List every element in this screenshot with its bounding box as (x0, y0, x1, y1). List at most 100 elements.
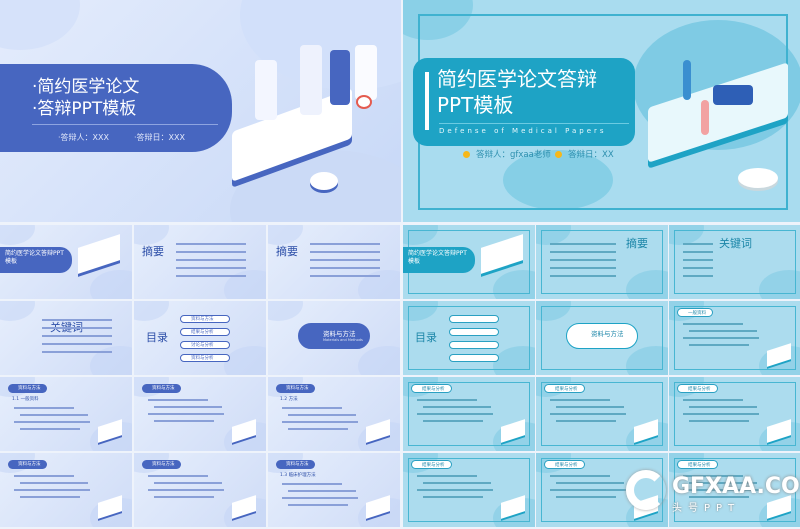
slide-thumbnail[interactable]: 摘要 (536, 225, 668, 299)
slide-thumbnail[interactable]: 一般资料 (669, 301, 800, 375)
slide-thumbnail[interactable]: 结果与分析 (403, 377, 535, 451)
background-blob (90, 270, 132, 299)
slide-thumbnail[interactable]: 结果与分析 (669, 453, 800, 527)
text-line (683, 243, 713, 245)
slide-thumbnail[interactable]: 结果与分析 (536, 377, 668, 451)
text-line (148, 399, 208, 401)
slide-thumbnail[interactable]: 结果与分析 (669, 377, 800, 451)
section-badge: 资料与方法 (566, 323, 638, 349)
title-line: PPT模板 (437, 93, 514, 117)
toc-item[interactable]: 结果与分析 (180, 328, 230, 336)
text-line (310, 251, 380, 253)
section-pill: 资料与方法 (142, 384, 181, 393)
text-line (683, 413, 759, 415)
text-line (417, 413, 493, 415)
slide-thumbnail[interactable]: 关键词 (0, 301, 132, 375)
slide-thumbnail[interactable]: 摘要 (134, 225, 266, 299)
toc-item[interactable]: 资料与分析 (180, 354, 230, 362)
background-blob (0, 0, 80, 50)
text-line (423, 482, 491, 484)
slide-thumbnail[interactable]: 资料与方法 (0, 453, 132, 527)
text-line (282, 407, 342, 409)
text-line (550, 489, 626, 491)
text-line (683, 267, 713, 269)
text-line (689, 496, 749, 498)
title-banner: 简约医学论文答辩PPT模板 (0, 247, 72, 273)
text-line (288, 504, 348, 506)
slide-thumbnail[interactable]: 目录资料与方法结果与分析讨论与分析资料与分析 (134, 301, 266, 375)
watermark-brand: GFXAA.COM (672, 474, 800, 499)
text-line (683, 337, 759, 339)
slide-heading: 摘要 (142, 245, 164, 258)
text-line (310, 259, 380, 261)
title: ·简约医学论文·答辩PPT模板 (32, 76, 139, 120)
section-pill: 一般资料 (677, 308, 713, 317)
section-title: 资料与方法 (591, 330, 624, 338)
text-line (689, 420, 749, 422)
toc-item[interactable] (449, 341, 499, 349)
title-line: ·简约医学论文 (32, 77, 140, 97)
slide-thumbnail[interactable]: 简约医学论文答辩PPT模板 (403, 225, 535, 299)
text-line (550, 413, 626, 415)
slide-frame (674, 458, 796, 522)
respondent-text: 答辩人：gfxaa老师 (476, 150, 551, 160)
text-line (683, 275, 713, 277)
title-banner: ·简约医学论文·答辩PPT模板 ·答辩人：XXX ·答辩日：XXX (0, 64, 232, 152)
background-blob (268, 301, 303, 321)
respondent-label: ·答辩人：XXX (58, 133, 109, 142)
text-line (550, 243, 616, 245)
toc-item[interactable] (449, 328, 499, 336)
slide-thumbnail[interactable]: 资料与方法 (536, 301, 668, 375)
text-line (176, 259, 246, 261)
slide-thumbnail[interactable]: 目录 (403, 301, 535, 375)
text-line (310, 267, 380, 269)
text-line (423, 496, 483, 498)
background-blob (134, 301, 169, 321)
text-line (154, 406, 222, 408)
title-line: 简约医学论文答辩 (437, 67, 597, 91)
toc-item[interactable] (449, 315, 499, 323)
subheading: 1.3 临床护理方法 (280, 473, 316, 478)
slide-thumbnail[interactable]: 结果与分析 (403, 453, 535, 527)
slide-thumbnail[interactable]: 资料与方法 (134, 377, 266, 451)
section-pill: 结果与分析 (677, 384, 718, 393)
section-title: 资料与方法 (323, 330, 356, 338)
template-preview-blue-cover[interactable]: ·简约医学论文·答辩PPT模板 ·答辩人：XXX ·答辩日：XXX (0, 0, 401, 222)
text-line (556, 482, 624, 484)
text-line (423, 406, 491, 408)
date-text: 答辩日：XX (568, 150, 614, 160)
slide-frame (408, 458, 530, 522)
slide-heading: 摘要 (626, 237, 648, 250)
toc-item[interactable]: 讨论与分析 (180, 341, 230, 349)
watermark-logo-icon (626, 470, 666, 510)
text-line (310, 275, 380, 277)
toc-item[interactable] (449, 354, 499, 362)
text-line (683, 251, 713, 253)
text-line (550, 259, 616, 261)
slide-thumbnail[interactable]: 简约医学论文答辩PPT模板 (0, 225, 132, 299)
slide-frame (408, 382, 530, 446)
slide-thumbnail[interactable]: 摘要 (268, 225, 400, 299)
background-blob (358, 346, 400, 375)
section-pill: 结果与分析 (677, 460, 718, 469)
text-line (20, 496, 80, 498)
slide-frame (541, 382, 663, 446)
date-label: ·答辩日：XXX (134, 133, 185, 142)
background-blob (0, 225, 35, 245)
slide-frame (674, 382, 796, 446)
subtitle: Defense of Medical Papers (439, 123, 629, 135)
text-line (282, 483, 342, 485)
illustration (78, 234, 120, 274)
toc-item[interactable]: 资料与方法 (180, 315, 230, 323)
text-line (288, 414, 356, 416)
slide-thumbnail[interactable]: 资料与方法 (134, 453, 266, 527)
slide-thumbnail[interactable]: 关键词 (669, 225, 800, 299)
